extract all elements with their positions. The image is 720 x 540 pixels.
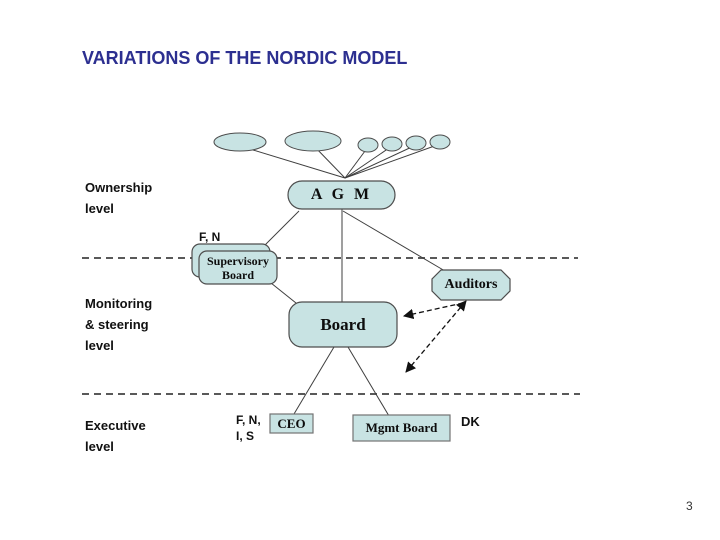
page-number: 3	[686, 499, 693, 513]
owner-connector-lines	[239, 143, 441, 179]
owner-ellipse-large-1	[213, 132, 267, 152]
monitoring-steering-level-label: Monitoring & steering level	[85, 296, 153, 353]
owner-ellipse-small-1	[357, 137, 379, 153]
owner-ellipses	[213, 130, 451, 153]
audit-arrows	[402, 300, 467, 373]
ceo-countries-label: F, N, I, S	[236, 413, 261, 443]
supervisory-board-front-shape	[198, 250, 278, 285]
owner-ellipse-small-4	[429, 134, 451, 150]
mgmt-board-node-shape	[352, 414, 451, 442]
owner-ellipse-small-2	[381, 136, 403, 152]
hierarchy-connector-lines	[263, 209, 446, 417]
mgmt-board-countries-label: DK	[461, 414, 480, 429]
ceo-node-shape	[269, 413, 314, 434]
agm-node-shape	[287, 180, 396, 210]
auditors-management-double-arrow	[405, 300, 467, 373]
owner-ellipse-large-2	[284, 130, 342, 152]
executive-level-label: Executive level	[85, 418, 146, 454]
auditors-node-shape	[431, 269, 511, 301]
ownership-level-label: Ownership level	[85, 180, 153, 216]
board-node-shape	[288, 301, 398, 348]
slide-title: VARIATIONS OF THE NORDIC MODEL	[82, 48, 408, 68]
owner-ellipse-small-3	[405, 135, 427, 151]
supervisory-countries-label: F, N	[199, 230, 221, 244]
